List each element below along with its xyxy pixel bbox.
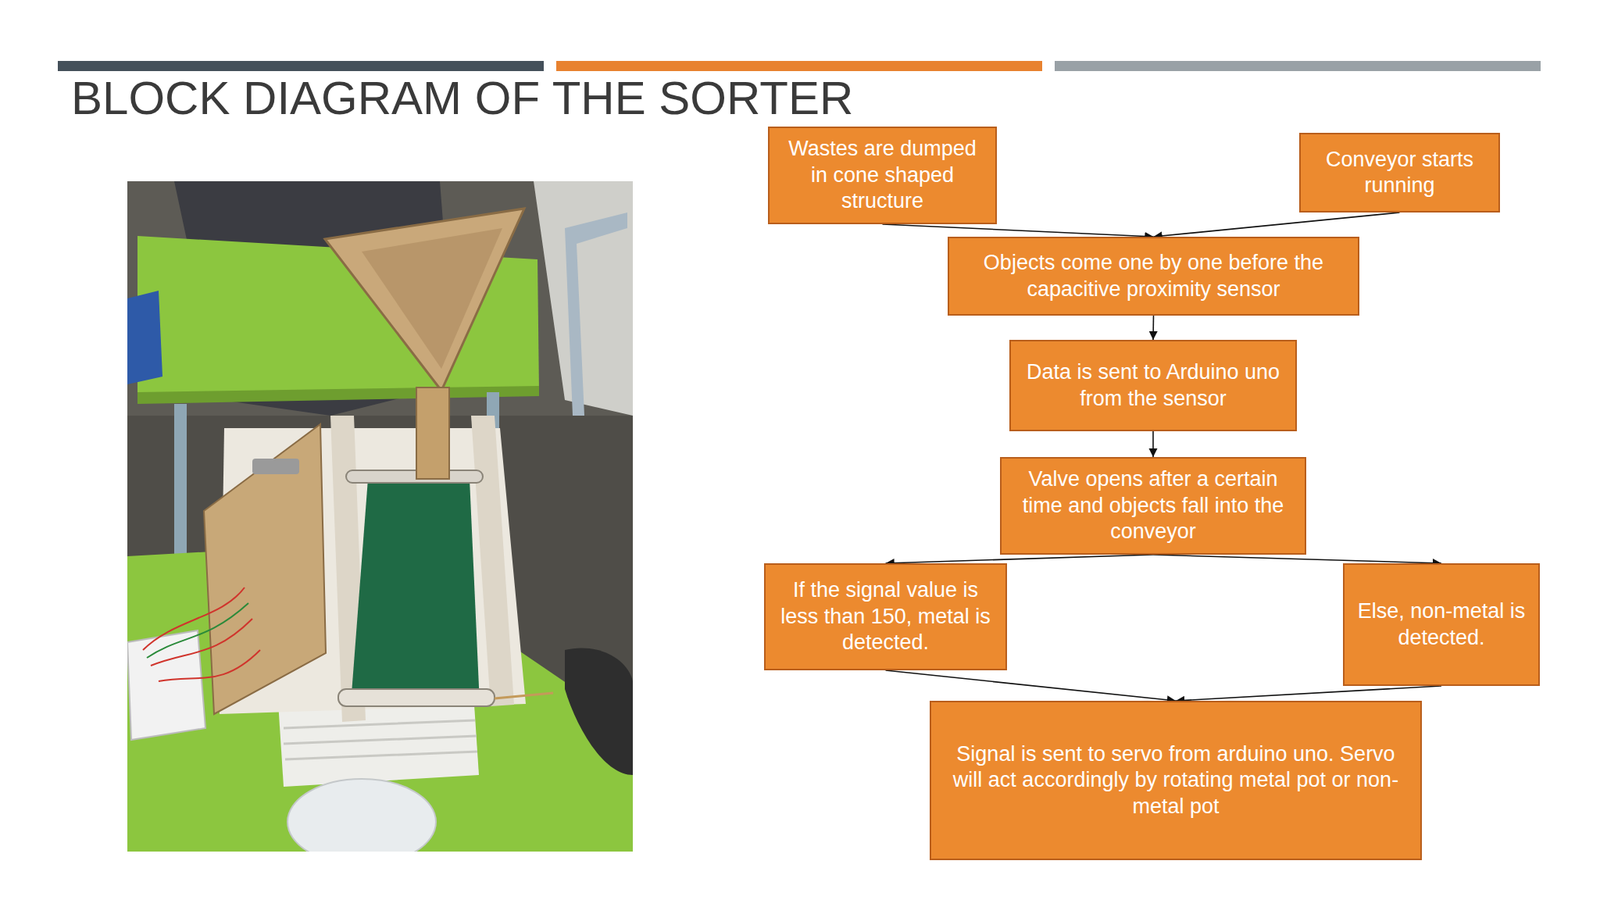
flow-arrow <box>1152 315 1154 340</box>
blue-bucket <box>127 290 163 385</box>
process-box: Objects come one by one before the capac… <box>947 236 1360 316</box>
plastic-bag <box>287 778 436 852</box>
chair-back-edge <box>137 385 540 404</box>
flow-arrow <box>1153 554 1442 564</box>
flow-arrow <box>1153 212 1400 237</box>
box-text: Else, non-metal is detected. <box>1355 598 1528 651</box>
wires <box>146 603 249 658</box>
box-text: Signal is sent to servo from arduino uno… <box>942 741 1410 820</box>
cardboard-side <box>203 424 326 715</box>
process-box: Data is sent to Arduino uno from the sen… <box>1009 339 1297 432</box>
flow-arrow <box>1152 431 1154 458</box>
wires <box>142 587 261 682</box>
box-text: Conveyor starts running <box>1311 146 1488 200</box>
photo-floor <box>127 181 633 852</box>
box-text: Objects come one by one before the capac… <box>960 250 1347 303</box>
process-box: Wastes are dumped in cone shaped structu… <box>767 126 997 225</box>
roller-axle <box>494 692 554 699</box>
box-text: Valve opens after a certain time and obj… <box>1012 466 1294 545</box>
dark-bar <box>57 60 544 72</box>
box-text: If the signal value is less than 150, me… <box>776 577 995 656</box>
flow-arrow <box>885 554 1154 564</box>
slide-title: BLOCK DIAGRAM OF THE SORTER <box>71 75 854 122</box>
sorter-photo <box>127 181 633 852</box>
process-box: Conveyor starts running <box>1299 132 1500 213</box>
motor <box>252 458 300 475</box>
flow-arrow <box>1175 685 1442 701</box>
orange-bar <box>556 60 1043 72</box>
green-belt <box>351 478 480 704</box>
flow-arrow <box>885 670 1177 701</box>
gray-bar <box>1054 60 1541 72</box>
person-shoe <box>564 647 633 775</box>
funnel-inner <box>361 228 503 369</box>
roller <box>346 470 483 483</box>
book-lines <box>283 720 478 760</box>
process-box: If the signal value is less than 150, me… <box>764 563 1008 671</box>
table-frame <box>564 212 628 416</box>
wall-light <box>533 181 633 416</box>
funnel-cone <box>325 208 525 391</box>
funnel-tube <box>416 387 450 479</box>
flow-arrow <box>882 224 1154 237</box>
box-text: Data is sent to Arduino uno from the sen… <box>1021 359 1285 412</box>
process-box: Valve opens after a certain time and obj… <box>1000 457 1307 555</box>
roller <box>338 689 495 707</box>
process-box: Signal is sent to servo from arduino uno… <box>929 700 1422 861</box>
box-text: Wastes are dumped in cone shaped structu… <box>780 135 985 215</box>
process-box: Else, non-metal is detected. <box>1342 563 1540 686</box>
